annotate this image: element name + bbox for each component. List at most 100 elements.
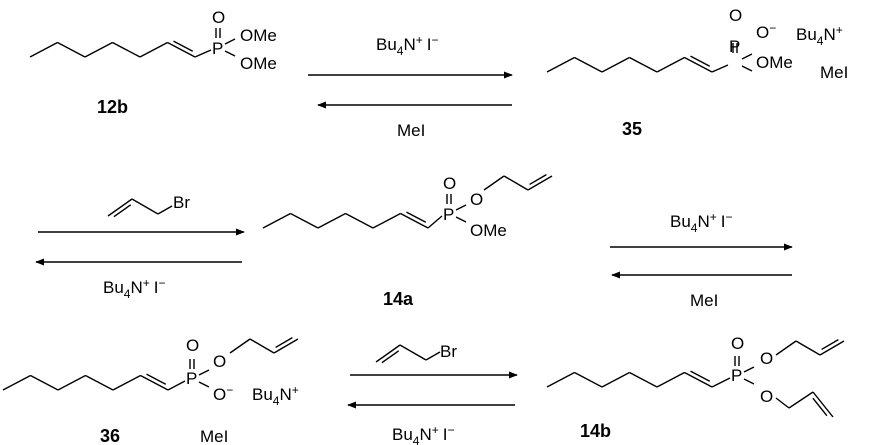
allyl-bond (229, 338, 251, 354)
byproduct-mei: MeI (820, 63, 848, 82)
allyl-bond (249, 338, 275, 354)
ome-group: OMe (240, 54, 277, 73)
chain-bond (574, 371, 603, 388)
double-bond (684, 371, 713, 388)
equilibrium-arrows-2: Br Bu4N+I− (103, 193, 190, 301)
ome-group: OMe (240, 26, 277, 45)
allyl-bond (131, 198, 159, 215)
chain-bond (546, 56, 575, 73)
double-bond (406, 211, 427, 223)
chain-bond (629, 56, 658, 73)
c-p-bond (194, 49, 212, 58)
double-bond (381, 350, 400, 364)
double-bond (821, 339, 839, 351)
allyl-bond (775, 397, 790, 409)
c-br-bond (157, 205, 173, 215)
double-bond (812, 397, 828, 417)
reagent-mei: MeI (690, 291, 718, 310)
chain-bond (546, 371, 575, 388)
atom-o-anion: O− (213, 383, 233, 404)
p-o-bond (741, 65, 753, 72)
chain-bond (601, 371, 630, 388)
atom-p: P (443, 205, 454, 224)
counterion-bu4n: Bu4N+ (796, 23, 843, 48)
double-bond (273, 338, 299, 354)
double-bond (819, 340, 845, 356)
chain-bond (29, 41, 58, 58)
p-o-bond (743, 366, 755, 373)
chain-bond (84, 41, 113, 58)
equilibrium-arrows-4: Br Bu4N+I− (392, 342, 457, 445)
double-bond (113, 204, 132, 218)
atom-o: O (443, 174, 456, 193)
reagent-bu4n-iodide: Bu4N+I− (103, 276, 166, 301)
allyl-bond (775, 340, 797, 356)
chain-bond (656, 56, 685, 73)
p-o-bond (198, 369, 210, 376)
atom-o: O (212, 8, 225, 27)
chain-bond (112, 41, 141, 58)
double-bond (684, 56, 713, 73)
c-br-bond (425, 351, 441, 361)
chain-bond (629, 371, 658, 388)
p-o-bond (455, 216, 467, 223)
double-bond (400, 212, 429, 229)
double-bond (690, 370, 711, 382)
p-o-bond (455, 204, 467, 211)
chain-bond (2, 374, 31, 391)
compound-14b: O P O O 14b (580, 334, 773, 441)
allyl-bromide-br: Br (440, 342, 457, 361)
counterion-bu4n: Bu4N+ (252, 383, 299, 408)
double-bond (527, 175, 553, 191)
reagent-bu4n-iodide: Bu4N+I− (376, 33, 439, 58)
bond-lines (2, 28, 845, 418)
compound-label: 12b (97, 97, 128, 117)
p-o-bond (224, 38, 236, 45)
ome-group: OMe (470, 221, 507, 240)
atom-o: O (760, 387, 773, 406)
compound-14a: O P O OMe 14a (383, 174, 507, 309)
double-bond (140, 374, 169, 391)
chain-bond (317, 212, 346, 229)
double-bond (275, 337, 293, 349)
c-p-bond (427, 215, 443, 229)
compound-label: 14a (383, 289, 414, 309)
chain-bond (574, 56, 603, 73)
allyl-bond (503, 175, 529, 191)
equilibrium-arrows-3: Bu4N+I− MeI (670, 210, 733, 310)
chain-bond (30, 374, 59, 391)
chain-bond (290, 212, 319, 229)
double-bond (107, 198, 133, 217)
allyl-bond (483, 175, 505, 191)
chain-bond (112, 374, 141, 391)
double-bond (146, 373, 167, 385)
compound-label: 14b (580, 421, 611, 441)
double-bond (375, 344, 401, 363)
compound-36: O P O O− Bu4N+ MeI 36 (100, 336, 299, 445)
double-bond (812, 391, 834, 418)
compound-35: O P O− OMe Bu4N+ MeI 35 (622, 6, 848, 139)
compound-12b: O P OMe OMe 12b (97, 8, 277, 117)
chain-bond (262, 212, 291, 229)
compound-label: 35 (622, 119, 642, 139)
p-o-bond (224, 50, 236, 57)
allyl-bromide-br: Br (173, 193, 190, 212)
atom-p: P (729, 37, 740, 56)
atom-p: P (731, 366, 742, 385)
atom-o: O (470, 190, 483, 209)
double-bond (529, 174, 547, 186)
atom-o-anion: O− (756, 21, 776, 42)
double-bond (690, 55, 711, 67)
atom-o: O (213, 352, 226, 371)
chain-bond (139, 41, 168, 58)
atom-p: P (186, 369, 197, 388)
byproduct-mei: MeI (200, 427, 228, 445)
p-o-bond (741, 53, 753, 60)
chain-bond (57, 374, 86, 391)
chain-bond (57, 41, 86, 58)
chain-bond (345, 212, 374, 229)
reagent-bu4n-iodide: Bu4N+I− (392, 423, 455, 445)
atom-o: O (729, 6, 742, 25)
c-p-bond (711, 64, 729, 73)
